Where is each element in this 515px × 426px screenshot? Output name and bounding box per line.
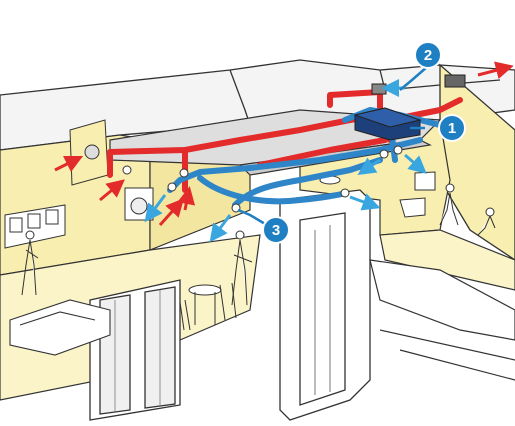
sofa bbox=[9, 299, 111, 356]
facade-base bbox=[369, 259, 515, 381]
child-bathroom bbox=[477, 207, 496, 236]
dining-furniture bbox=[179, 282, 237, 331]
roof-outlet-icon bbox=[371, 74, 466, 95]
callout-badge-1: 1 bbox=[438, 114, 466, 142]
front-wall bbox=[89, 279, 181, 421]
callout-badge-2: 2 bbox=[414, 41, 442, 69]
callout-number-3: 3 bbox=[272, 222, 280, 239]
extract-airflow-arrows bbox=[144, 79, 427, 243]
person-bathroom bbox=[439, 183, 459, 226]
washing-machine bbox=[124, 187, 154, 221]
air-inlet-icon bbox=[69, 119, 109, 186]
callout-number-2: 2 bbox=[424, 47, 432, 64]
extract-grille-icon bbox=[122, 145, 403, 213]
callout-number-1: 1 bbox=[448, 120, 456, 137]
person-kitchen bbox=[21, 230, 39, 296]
ventilation-unit-icon bbox=[353, 107, 422, 141]
person-living bbox=[231, 230, 253, 306]
callout-badge-3: 3 bbox=[262, 216, 290, 244]
supply-airflow-arrows bbox=[54, 61, 514, 227]
partition-wall bbox=[279, 189, 371, 421]
kitchen-counter bbox=[4, 204, 66, 249]
